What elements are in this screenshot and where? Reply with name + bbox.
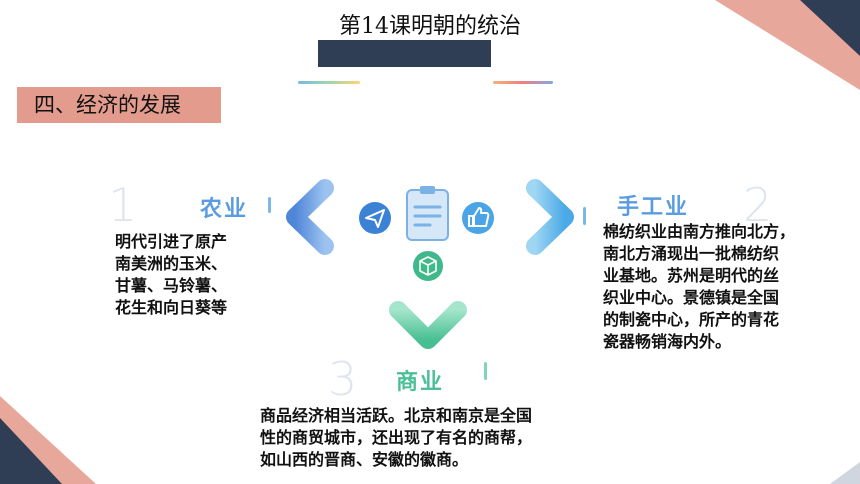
right-arrow — [476, 179, 574, 255]
divider-tick-right — [583, 207, 586, 225]
section-heading: 四、经济的发展 — [17, 87, 221, 123]
top-right-corner-decoration — [715, 0, 860, 90]
handicraft-text-line: 瓷器畅销海内外。 — [603, 332, 732, 351]
commerce-text-line: 性的商贸城市，还出现了有名的商帮， — [260, 428, 533, 447]
divider-tick-bottom — [484, 362, 487, 380]
label-commerce: 商业 — [396, 370, 445, 395]
agriculture-text-line: 甘薯、马铃薯、 — [115, 276, 228, 295]
bottom-right-corner-decoration — [830, 462, 860, 484]
thumbs-up-icon — [462, 202, 494, 234]
handicraft-text-line: 南北方涌现出一批棉纺织 — [603, 244, 780, 263]
number-3: 3 — [328, 352, 358, 406]
agriculture-text-line: 明代引进了原产 — [115, 232, 228, 251]
number-1: 1 — [108, 178, 138, 232]
agriculture-text: 明代引进了原产 南美洲的玉米、 甘薯、马铃薯、 花生和向日葵等 — [115, 231, 227, 319]
agriculture-text-line: 南美洲的玉米、 — [115, 254, 228, 273]
cube-icon — [413, 251, 443, 281]
bottom-left-corner-decoration — [0, 396, 96, 484]
commerce-text-line: 如山西的晋商、安徽的徽商。 — [260, 450, 469, 469]
label-handicraft: 手工业 — [617, 195, 690, 220]
title-underline-bar — [318, 40, 491, 67]
handicraft-text-line: 织业中心。景德镇是全国 — [603, 288, 780, 307]
handicraft-text: 棉纺织业由南方推向北方， 南北方涌现出一批棉纺织 业基地。苏州是明代的丝 织业中… — [603, 221, 795, 353]
label-agriculture: 农业 — [200, 197, 249, 222]
handicraft-text-line: 业基地。苏州是明代的丝 — [603, 266, 780, 285]
number-2: 2 — [743, 178, 773, 232]
agriculture-text-line: 花生和向日葵等 — [115, 298, 228, 317]
commerce-text-line: 商品经济相当活跃。北京和南京是全国 — [260, 406, 533, 425]
page-title: 第14课明朝的统治 — [339, 14, 521, 39]
send-icon — [359, 202, 391, 234]
handicraft-text-line: 的制瓷中心，所产的青花 — [603, 310, 780, 329]
title-accent-line-left — [298, 81, 360, 84]
handicraft-text-line: 棉纺织业由南方推向北方， — [603, 222, 796, 241]
title-accent-line-right — [493, 81, 553, 84]
economy-branch-diagram — [286, 179, 574, 349]
commerce-text: 商品经济相当活跃。北京和南京是全国 性的商贸城市，还出现了有名的商帮， 如山西的… — [260, 405, 532, 471]
clipboard-icon — [406, 186, 449, 241]
divider-tick-left — [268, 197, 271, 213]
